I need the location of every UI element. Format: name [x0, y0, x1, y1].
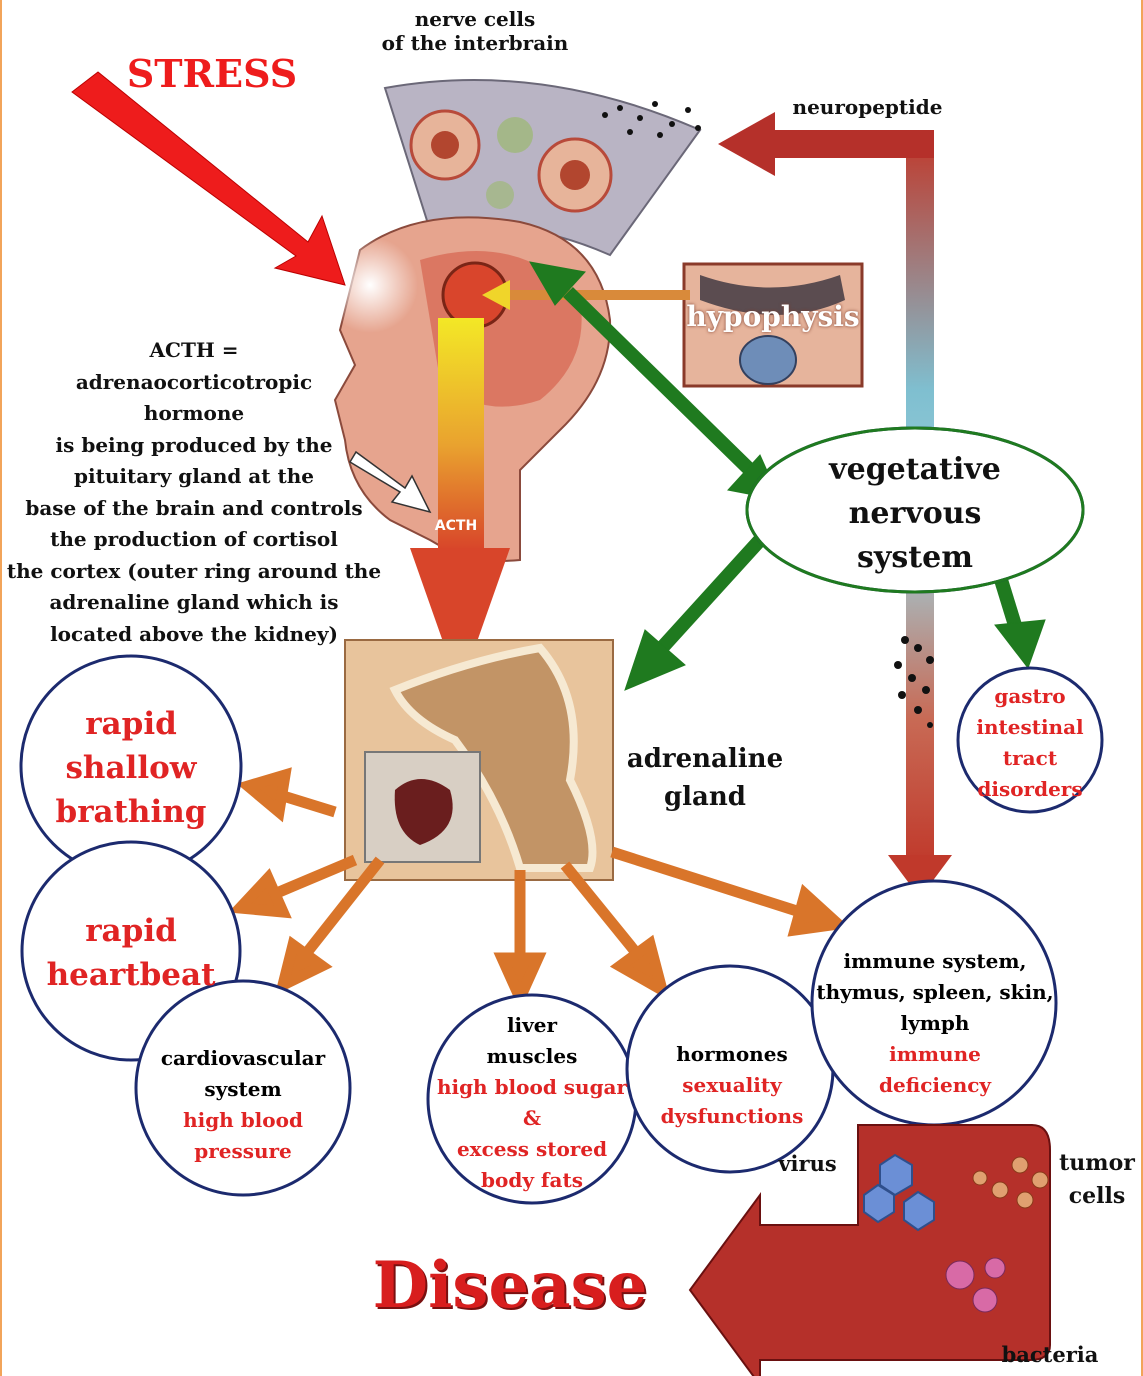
immune-effect: immune deficiency — [879, 1039, 991, 1101]
adrenal-gland-illustration — [345, 640, 613, 880]
cardio-text: cardiovascular system high blood pressur… — [143, 1040, 343, 1170]
disease-label: Disease — [365, 1248, 655, 1324]
acth-note-line: ACTH = — [4, 335, 384, 367]
stress-label: STRESS — [117, 52, 307, 97]
nerve-cells-label: nerve cells of the interbrain — [370, 8, 580, 55]
acth-note-line: adrenaocorticotropic — [4, 367, 384, 399]
acth-note-line: the cortex (outer ring around the — [4, 556, 384, 588]
acth-note-line: is being produced by the — [4, 430, 384, 462]
cardio-effect: high blood pressure — [183, 1105, 303, 1167]
neuropeptide-label: neuropeptide — [785, 96, 950, 120]
adrenaline-label: adrenaline gland — [620, 740, 790, 816]
stress-arrow — [72, 72, 345, 285]
hypophysis-label: hypophysis — [683, 300, 863, 333]
vegetative-label: vegetative nervous system — [790, 448, 1040, 580]
hormones-system: hormones — [676, 1039, 787, 1070]
acth-tag: ACTH — [426, 518, 486, 535]
liver-system: liver muscles — [487, 1010, 578, 1072]
heartbeat-text: rapid heartbeat — [31, 905, 231, 1000]
acth-note: ACTH = adrenaocorticotropic hormone is b… — [4, 335, 384, 650]
acth-note-line: base of the brain and controls — [4, 493, 384, 525]
liver-effect: high blood sugar & excess stored body fa… — [437, 1072, 627, 1196]
immune-system: immune system, thymus, spleen, skin, lym… — [816, 946, 1053, 1039]
acth-note-line: hormone — [4, 398, 384, 430]
immune-text: immune system, thymus, spleen, skin, lym… — [815, 943, 1055, 1103]
gastro-text: gastro intestinal tract disorders — [960, 675, 1100, 811]
virus-label: virus — [770, 1152, 845, 1177]
hormones-text: hormones sexuality dysfunctions — [637, 1035, 827, 1135]
acth-note-line: located above the kidney) — [4, 619, 384, 651]
acth-note-line: pituitary gland at the — [4, 461, 384, 493]
hormones-effect: sexuality dysfunctions — [661, 1070, 804, 1132]
cardio-system: cardiovascular system — [161, 1043, 325, 1105]
breathing-text: rapid shallow brathing — [31, 703, 231, 833]
bacteria-label: bacteria — [990, 1343, 1110, 1368]
tumor-label: tumor cells — [1052, 1147, 1142, 1213]
acth-note-line: the production of cortisol — [4, 524, 384, 556]
liver-text: liver muscles high blood sugar & excess … — [432, 1008, 632, 1198]
acth-note-line: adrenaline gland which is — [4, 587, 384, 619]
